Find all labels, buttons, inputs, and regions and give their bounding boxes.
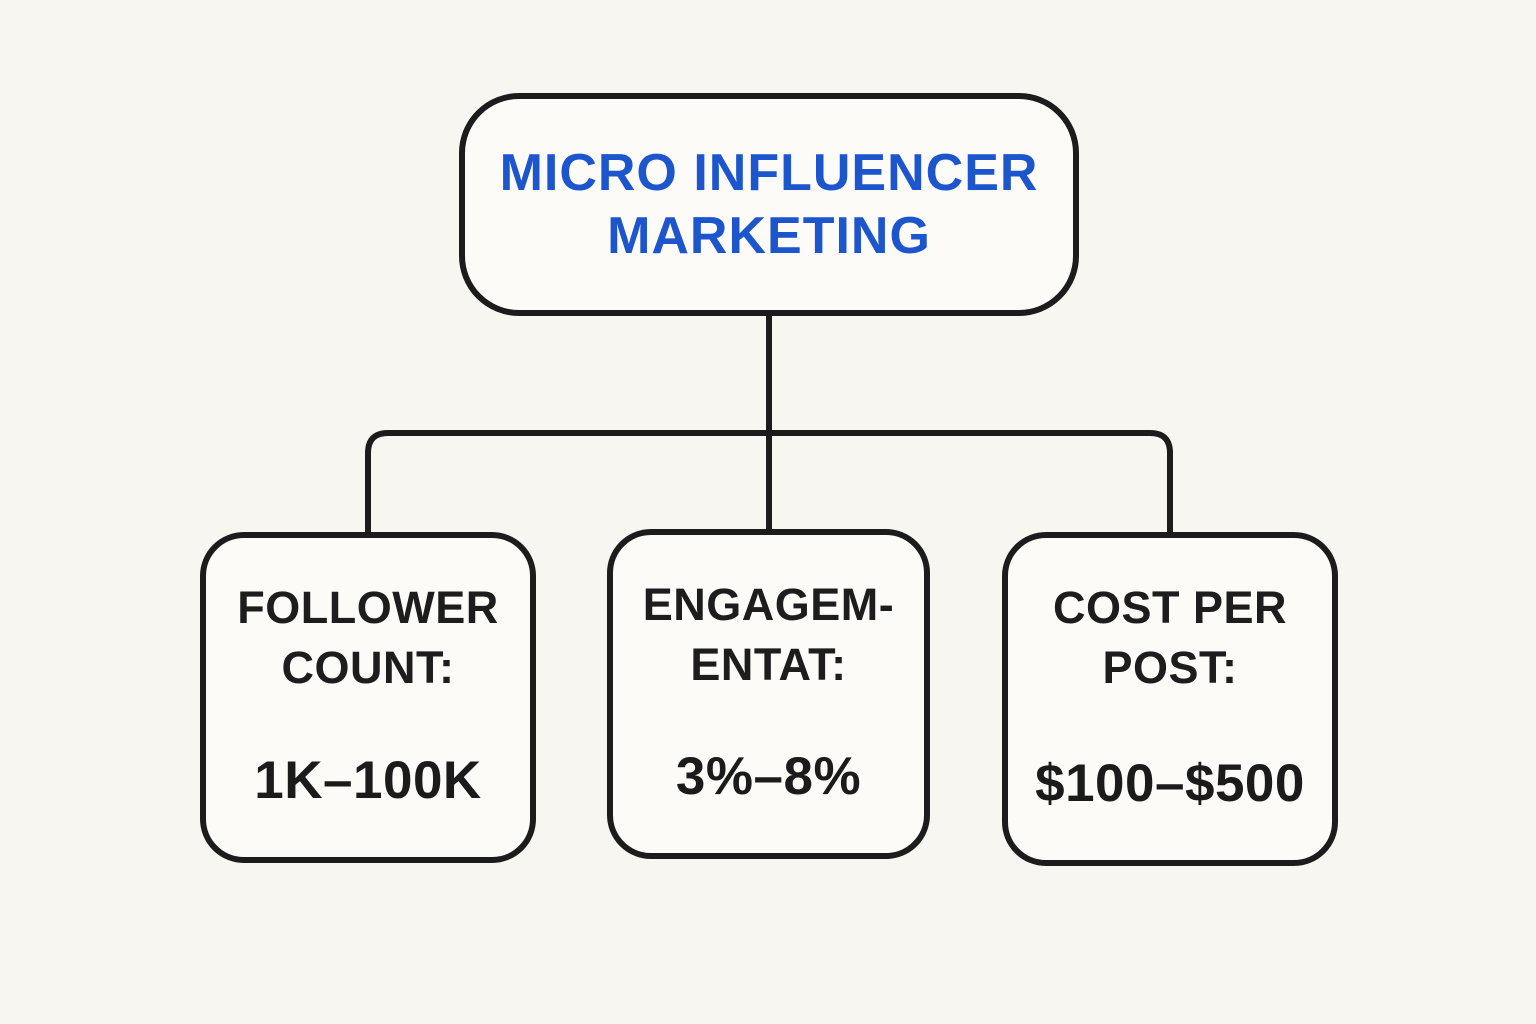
cost-per-post-value: $100–$500: [1035, 754, 1305, 813]
node-cost-per-post: COST PER POST: $100–$500: [1002, 532, 1338, 866]
engagement-rate-value: 3%–8%: [675, 747, 862, 806]
engagement-rate-label: ENGAGEM- ENTAT:: [642, 579, 895, 690]
cost-per-post-label: COST PER POST:: [1052, 582, 1288, 693]
follower-count-value: 1K–100K: [254, 751, 482, 810]
follower-count-label: FOLLOWER COUNT:: [237, 582, 499, 693]
root-node-title: MICRO INFLUENCER MARKETING: [499, 143, 1039, 265]
node-follower-count: FOLLOWER COUNT: 1K–100K: [200, 532, 536, 863]
node-micro-influencer-marketing: MICRO INFLUENCER MARKETING: [459, 93, 1079, 316]
node-engagement-rate: ENGAGEM- ENTAT: 3%–8%: [607, 529, 930, 859]
connector-branch-bracket: [365, 430, 1173, 532]
